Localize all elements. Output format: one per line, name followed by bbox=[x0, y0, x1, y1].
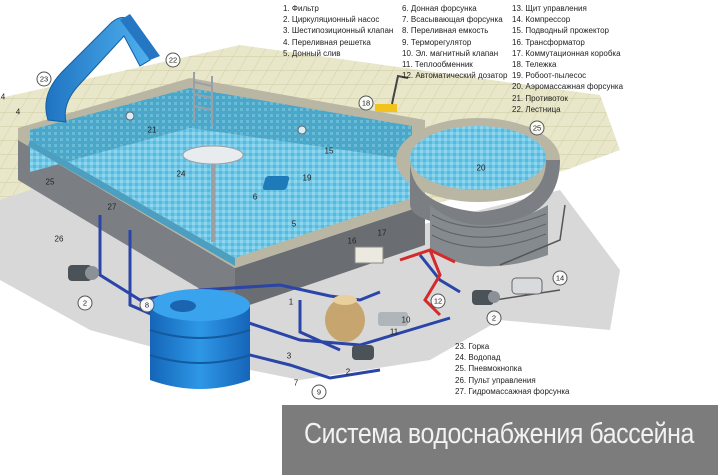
callout-number: 17 bbox=[377, 228, 387, 238]
legend-item: 5. Донный слив bbox=[283, 48, 341, 58]
callout-number: 6 bbox=[252, 192, 258, 202]
legend-item: 17. Коммутационная коробка bbox=[512, 48, 621, 58]
legend-item: 22. Лестница bbox=[512, 104, 561, 114]
legend-item: 26. Пульт управления bbox=[455, 375, 536, 385]
legend-item: 2. Циркуляционный насос bbox=[283, 15, 380, 25]
legend-item: 4. Переливная решетка bbox=[283, 37, 371, 47]
legend-column-2: 6. Донная форсунка 7. Всасывающая форсунк… bbox=[402, 3, 507, 81]
legend-item: 9. Терморегулятор bbox=[402, 37, 472, 47]
callout-number: 18 bbox=[358, 95, 374, 111]
callout-number: 16 bbox=[347, 236, 357, 246]
legend-item: 11. Теплообменник bbox=[402, 59, 473, 69]
callout-number: 12 bbox=[430, 293, 446, 309]
callout-number: 2 bbox=[77, 295, 93, 311]
legend-item: 13. Щит управления bbox=[512, 4, 587, 13]
callout-number: 2 bbox=[486, 310, 502, 326]
compressor bbox=[511, 277, 543, 295]
legend-item: 6. Донная форсунка bbox=[402, 4, 477, 13]
legend-item: 10. Эл. магнитный клапан bbox=[402, 48, 499, 58]
robot-cleaner bbox=[262, 176, 290, 190]
legend-item: 3. Шестипозиционный клапан bbox=[283, 26, 394, 36]
legend-item: 21. Противоток bbox=[512, 93, 568, 103]
legend-item: 12. Автоматический дозатор bbox=[402, 71, 508, 81]
legend-item: 16. Трансформатор bbox=[512, 37, 585, 47]
pool-inner-right bbox=[190, 88, 412, 160]
legend-item: 20. Аэромассажная форсунка bbox=[512, 82, 624, 92]
legend-item: 24. Водопад bbox=[455, 353, 501, 363]
banner-title: Система водоснабжения бассейна bbox=[304, 418, 694, 450]
pool-ladder bbox=[193, 72, 213, 126]
legend-item: 1. Фильтр bbox=[283, 4, 319, 13]
control-panel bbox=[354, 246, 384, 264]
trolley bbox=[375, 104, 397, 112]
callout-number: 21 bbox=[147, 125, 157, 135]
callout-number: 26 bbox=[54, 234, 64, 244]
pump-right bbox=[472, 290, 500, 305]
callout-number: 14 bbox=[552, 270, 568, 286]
pump-left bbox=[68, 265, 99, 281]
callout-number: 2 bbox=[345, 367, 351, 377]
legend-item: 19. Робоот-пылесос bbox=[512, 71, 587, 81]
legend-item: 8. Переливная емкость bbox=[402, 26, 489, 36]
overflow-tank bbox=[149, 289, 251, 389]
callout-number: 7 bbox=[293, 378, 299, 388]
legend-item: 7. Всасывающая форсунка bbox=[402, 15, 503, 25]
callout-number: 23 bbox=[36, 71, 52, 87]
legend-item: 27. Гидромассажная форсунка bbox=[455, 386, 570, 396]
legend-item: 23. Горка bbox=[455, 342, 490, 351]
callout-number: 11 bbox=[389, 327, 399, 337]
callout-number: 3 bbox=[286, 351, 292, 361]
callout-number: 8 bbox=[139, 297, 155, 313]
callout-number: 25 bbox=[45, 177, 55, 187]
title-banner: Система водоснабжения бассейна bbox=[282, 405, 718, 475]
heat-exchanger bbox=[378, 312, 408, 326]
pool-inner-back bbox=[30, 88, 190, 172]
callout-number: 25 bbox=[529, 120, 545, 136]
legend-item: 15. Подводный прожектор bbox=[512, 26, 609, 36]
pool-wall-front bbox=[18, 140, 235, 310]
callout-number: 10 bbox=[401, 315, 411, 325]
legend-item: 25. Пневмокнопка bbox=[455, 364, 522, 374]
jacuzzi-water bbox=[410, 126, 546, 190]
callout-number: 5 bbox=[291, 219, 297, 229]
callout-number: 19 bbox=[302, 173, 312, 183]
pool-wall-right bbox=[235, 205, 425, 310]
callout-number: 24 bbox=[176, 169, 186, 179]
callout-number: 22 bbox=[165, 52, 181, 68]
callout-number: 9 bbox=[311, 384, 327, 400]
callout-number: 20 bbox=[476, 163, 486, 173]
legend-item: 14. Компрессор bbox=[512, 15, 571, 25]
callout-number: 4 bbox=[0, 92, 6, 102]
pipes-red bbox=[399, 248, 456, 317]
callout-number: 1 bbox=[288, 297, 294, 307]
sand-filter bbox=[325, 298, 365, 342]
callout-number: 15 bbox=[324, 146, 334, 156]
callout-number: 4 bbox=[15, 107, 21, 117]
legend-item: 18. Тележка bbox=[512, 59, 557, 69]
pool-floor bbox=[30, 128, 412, 258]
pump-center bbox=[352, 345, 374, 360]
waterfall-head bbox=[182, 145, 244, 165]
callout-number: 27 bbox=[107, 202, 117, 212]
